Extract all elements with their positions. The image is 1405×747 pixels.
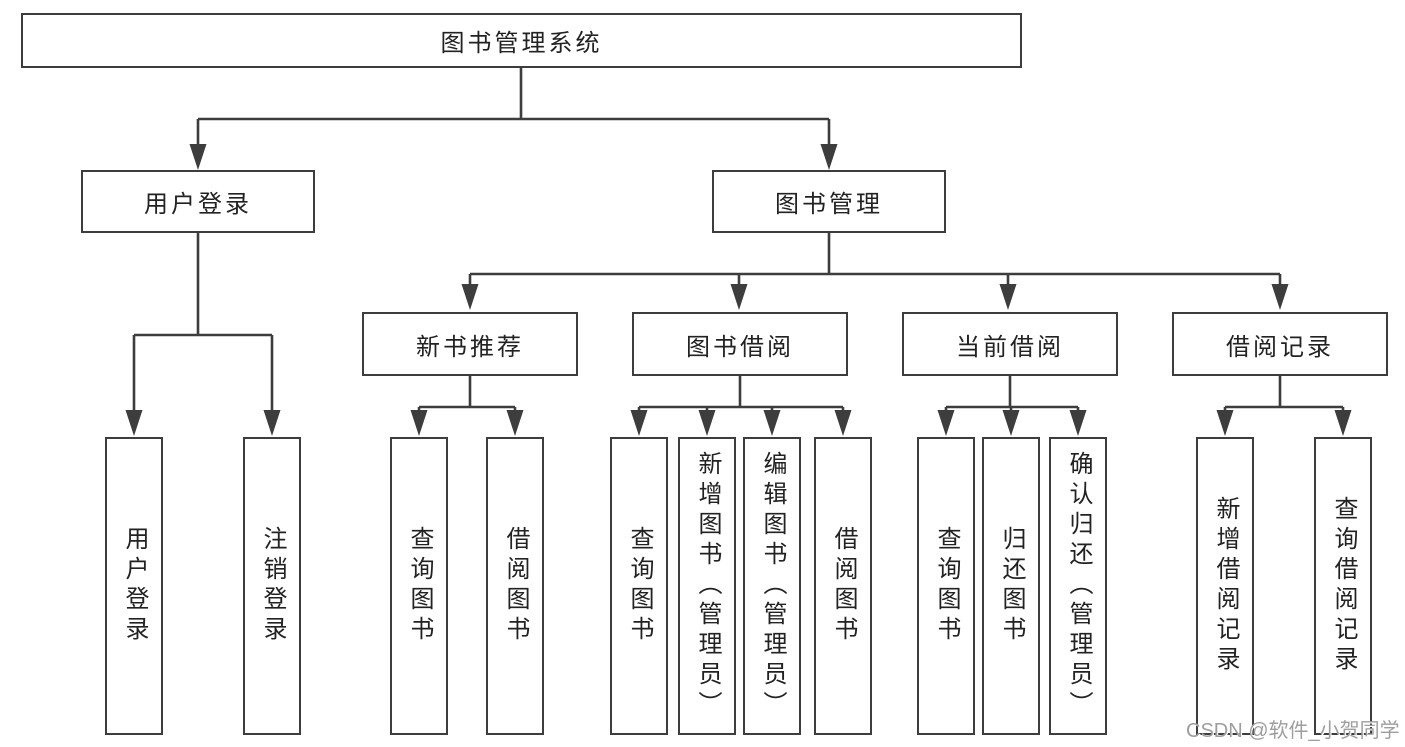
node-label: 新增借阅记录 — [1212, 496, 1239, 676]
node-new-book-recommend: 新书推荐 — [362, 312, 578, 376]
node-label: 用户登录 — [144, 191, 252, 218]
csdn-watermark: CSDN @软件_小贺同学 — [1186, 720, 1400, 742]
node-label: 查询图书 — [933, 526, 960, 646]
node-label: 图书管理系统 — [440, 30, 603, 57]
leaf-add-book-admin: 新增图书（管理员） — [678, 437, 736, 735]
node-current-borrow: 当前借阅 — [902, 312, 1118, 376]
node-label: 当前借阅 — [956, 333, 1064, 361]
leaf-return-books: 归还图书 — [982, 437, 1040, 735]
leaf-logout: 注销登录 — [243, 437, 301, 735]
leaf-user-login: 用户登录 — [105, 437, 163, 735]
node-label: 查询图书 — [406, 526, 433, 646]
leaf-add-borrow-record: 新增借阅记录 — [1196, 437, 1254, 735]
node-label: 查询借阅记录 — [1330, 496, 1357, 676]
leaf-query-borrow-record: 查询借阅记录 — [1314, 437, 1372, 735]
leaf-query-books-recommend: 查询图书 — [390, 437, 448, 735]
node-borrow-records: 借阅记录 — [1172, 312, 1388, 376]
node-label: 图书管理 — [775, 191, 883, 218]
node-label: 注销登录 — [259, 526, 286, 646]
node-label: 借阅图书 — [502, 526, 529, 646]
leaf-confirm-return-admin: 确认归还（管理员） — [1049, 437, 1107, 735]
node-library-management-system: 图书管理系统 — [21, 13, 1022, 68]
leaf-query-books-current: 查询图书 — [917, 437, 975, 735]
node-label: 图书借阅 — [686, 333, 794, 361]
leaf-query-books-borrow: 查询图书 — [610, 437, 668, 735]
node-label: 编辑图书（管理员） — [759, 451, 786, 721]
node-label: 用户登录 — [121, 526, 148, 646]
node-user-login: 用户登录 — [81, 170, 315, 233]
node-label: 借阅记录 — [1226, 333, 1334, 361]
node-book-management: 图书管理 — [712, 170, 946, 233]
node-label: 查询图书 — [626, 526, 653, 646]
node-label: 新书推荐 — [416, 333, 524, 361]
leaf-edit-book-admin: 编辑图书（管理员） — [743, 437, 801, 735]
leaf-borrow-books-borrow: 借阅图书 — [814, 437, 872, 735]
node-label: 借阅图书 — [830, 526, 857, 646]
node-label: 新增图书（管理员） — [694, 451, 721, 721]
node-label: 归还图书 — [998, 526, 1025, 646]
node-label: 确认归还（管理员） — [1065, 451, 1092, 721]
node-book-borrow: 图书借阅 — [632, 312, 848, 376]
leaf-borrow-books-recommend: 借阅图书 — [486, 437, 544, 735]
